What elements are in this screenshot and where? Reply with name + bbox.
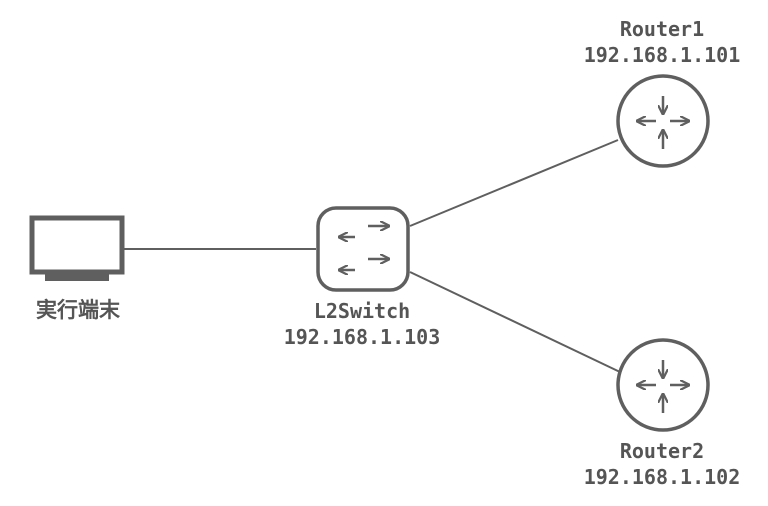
- switch-icon[interactable]: [316, 206, 410, 292]
- link-switch-router1: [409, 139, 619, 227]
- terminal-label: 実行端末: [36, 297, 120, 323]
- router1-label: Router1 192.168.1.101: [584, 16, 741, 68]
- link-switch-router2: [409, 271, 621, 373]
- router-icon[interactable]: [616, 74, 710, 168]
- router1-ip: 192.168.1.101: [583, 43, 741, 67]
- router-icon[interactable]: [616, 338, 710, 432]
- router2-ip: 192.168.1.102: [583, 465, 741, 489]
- router2-name: Router2: [619, 439, 705, 463]
- router2-label: Router2 192.168.1.102: [584, 438, 741, 490]
- switch-ip: 192.168.1.103: [283, 325, 441, 349]
- switch-name: L2Switch: [313, 299, 411, 323]
- switch-label: L2Switch 192.168.1.103: [284, 298, 441, 350]
- router1-name: Router1: [619, 17, 705, 41]
- terminal-name: 実行端末: [36, 298, 120, 322]
- monitor-icon[interactable]: [29, 215, 125, 281]
